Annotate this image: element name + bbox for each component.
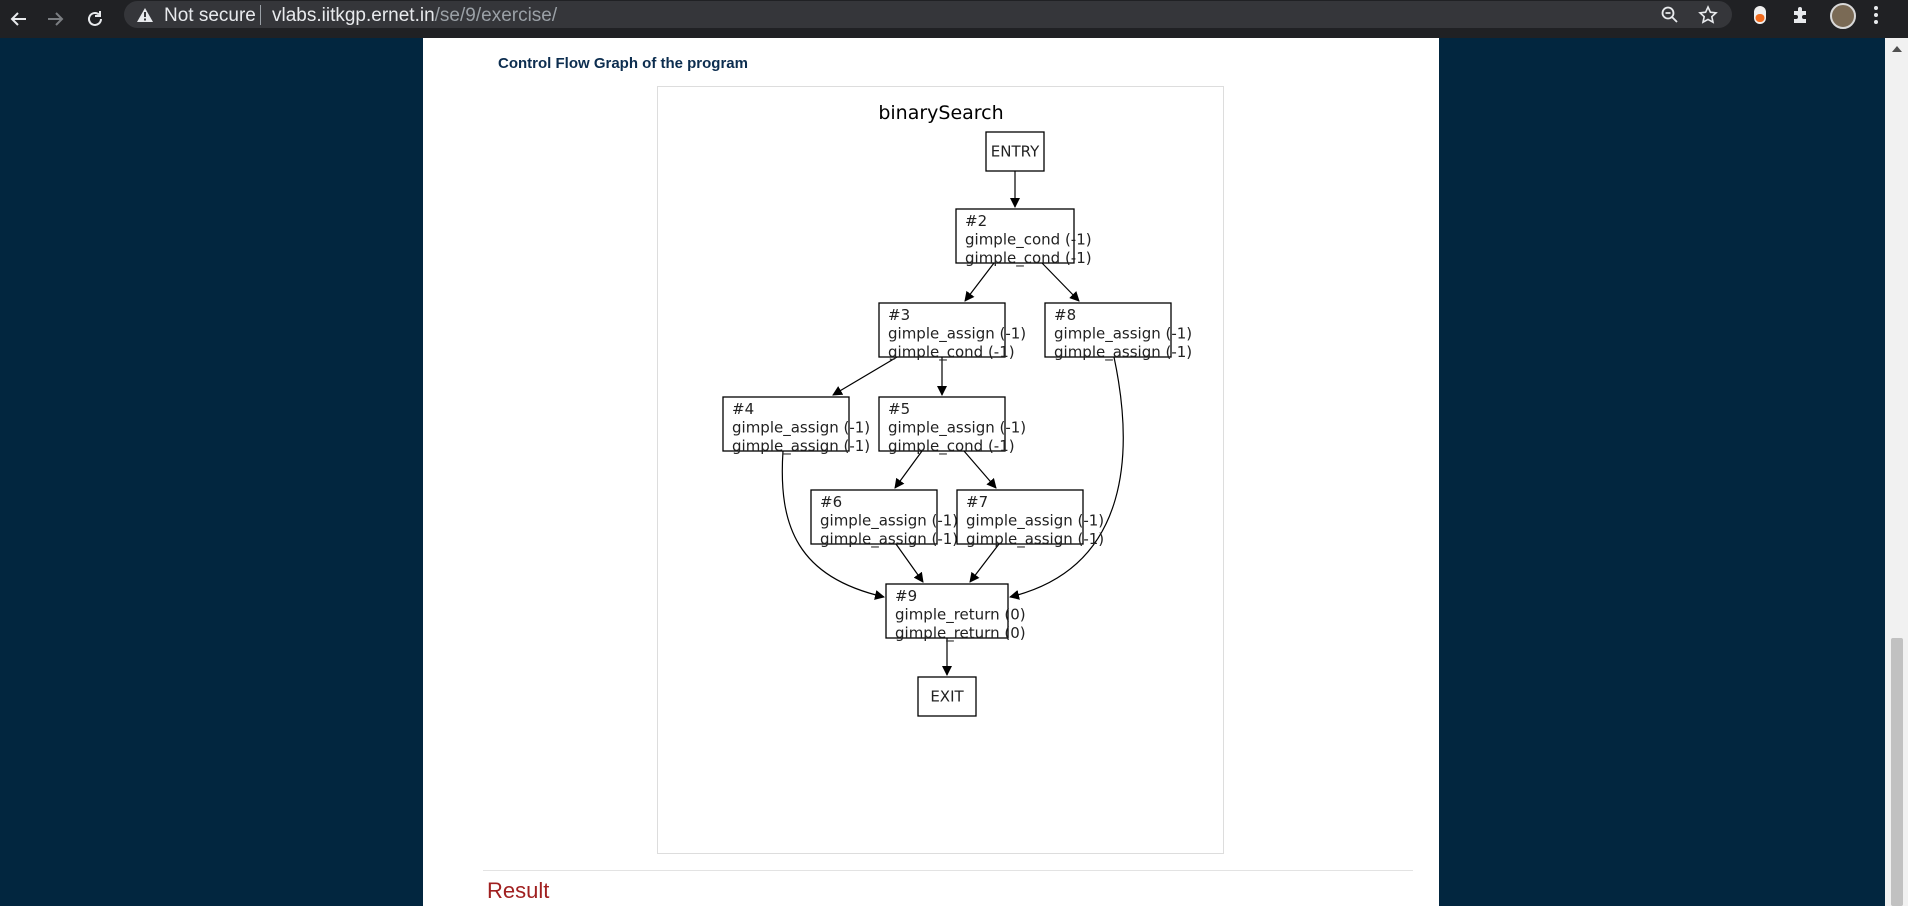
section-title: Control Flow Graph of the program bbox=[498, 55, 748, 72]
warning-icon bbox=[137, 8, 153, 22]
graph-node-line: gimple_assign (-1) bbox=[732, 419, 870, 438]
edge-n3-n4 bbox=[832, 356, 898, 396]
graph-node-line: #2 bbox=[965, 212, 987, 230]
graph-node-box bbox=[878, 302, 1006, 358]
section-divider bbox=[483, 870, 1413, 871]
zoom-icon[interactable] bbox=[1660, 5, 1680, 25]
edge-n5-n7 bbox=[963, 450, 997, 489]
address-bar[interactable]: Not secure vlabs.iitkgp.ernet.in/se/9/ex… bbox=[124, 1, 1732, 28]
edge-n5-n6 bbox=[894, 450, 923, 489]
graph-node-line: gimple_cond (-1) bbox=[888, 437, 1015, 456]
graph-node-line: gimple_cond (-1) bbox=[965, 249, 1092, 268]
graph-node-line: gimple_cond (-1) bbox=[888, 343, 1015, 362]
graph-node-box bbox=[917, 676, 977, 717]
scroll-thumb[interactable] bbox=[1891, 638, 1903, 906]
graph-node-line: EXIT bbox=[930, 688, 964, 706]
page-scrollbar[interactable] bbox=[1885, 38, 1908, 906]
url-path: /se/9/exercise/ bbox=[434, 5, 558, 26]
graph-node-box bbox=[955, 208, 1075, 264]
forward-button[interactable] bbox=[36, 0, 74, 38]
graph-node-box bbox=[985, 131, 1045, 172]
browser-toolbar: Not secure vlabs.iitkgp.ernet.in/se/9/ex… bbox=[0, 0, 1908, 38]
back-button[interactable] bbox=[0, 0, 38, 38]
graph-node-line: #3 bbox=[888, 306, 910, 324]
result-heading: Result bbox=[487, 878, 550, 903]
reload-icon bbox=[88, 11, 102, 26]
graph-node-line: gimple_assign (-1) bbox=[820, 530, 958, 549]
graph-title: binarySearch bbox=[878, 102, 1003, 124]
reload-button[interactable] bbox=[76, 0, 114, 38]
url-text: vlabs.iitkgp.ernet.in/se/9/exercise/ bbox=[272, 5, 557, 27]
graph-node-line: gimple_assign (-1) bbox=[1054, 325, 1192, 344]
graph-node-entry: ENTRY bbox=[985, 131, 1045, 172]
graph-node-box bbox=[878, 396, 1006, 452]
puzzle-icon[interactable] bbox=[1790, 4, 1812, 26]
graph-node-line: gimple_return (0) bbox=[895, 624, 1026, 643]
graph-node-line: gimple_return (0) bbox=[895, 606, 1026, 625]
graph-node-box bbox=[956, 489, 1084, 545]
graph-node-box bbox=[885, 583, 1009, 639]
scroll-up-button[interactable] bbox=[1885, 40, 1908, 58]
graph-node-line: gimple_assign (-1) bbox=[966, 512, 1104, 531]
graph-node-line: #6 bbox=[820, 493, 842, 511]
security-label: Not secure bbox=[164, 5, 256, 26]
edge-n8-n9 bbox=[1009, 356, 1124, 600]
edge-n4-n9 bbox=[781, 450, 885, 600]
graph-node-box bbox=[1044, 302, 1172, 358]
back-arrow-icon bbox=[10, 12, 26, 26]
graph-node-line: #8 bbox=[1054, 306, 1076, 324]
graph-node-line: #7 bbox=[966, 493, 988, 511]
graph-node-line: gimple_assign (-1) bbox=[888, 325, 1026, 344]
address-separator bbox=[260, 5, 261, 25]
page-content: Control Flow Graph of the program binary… bbox=[423, 38, 1439, 906]
edge-n2-n3 bbox=[964, 262, 995, 302]
star-icon[interactable] bbox=[1698, 5, 1718, 25]
graph-node-box bbox=[810, 489, 938, 545]
menu-dots-icon[interactable] bbox=[1872, 4, 1880, 26]
graph-node-line: gimple_cond (-1) bbox=[965, 231, 1092, 250]
avatar[interactable] bbox=[1830, 3, 1856, 29]
extension-orange-icon[interactable] bbox=[1750, 4, 1770, 26]
graph-node-line: #9 bbox=[895, 587, 917, 605]
graph-node-line: gimple_assign (-1) bbox=[888, 419, 1026, 438]
edge-n6-n9 bbox=[895, 543, 924, 583]
edge-n2-n8 bbox=[1041, 262, 1080, 302]
graph-node-line: #5 bbox=[888, 400, 910, 418]
graph-node-line: ENTRY bbox=[991, 143, 1040, 161]
url-host: vlabs.iitkgp.ernet.in bbox=[272, 5, 435, 26]
forward-arrow-icon bbox=[48, 12, 64, 26]
scroll-up-arrow-icon bbox=[1891, 46, 1902, 52]
graph-node-box bbox=[722, 396, 850, 452]
graph-node-exit: EXIT bbox=[917, 676, 977, 717]
graph-node-line: gimple_assign (-1) bbox=[732, 437, 870, 456]
graph-node-line: gimple_assign (-1) bbox=[966, 530, 1104, 549]
edge-n7-n9 bbox=[969, 543, 1000, 583]
graph-node-line: #4 bbox=[732, 400, 754, 418]
graph-node-line: gimple_assign (-1) bbox=[1054, 343, 1192, 362]
graph-node-line: gimple_assign (-1) bbox=[820, 512, 958, 531]
